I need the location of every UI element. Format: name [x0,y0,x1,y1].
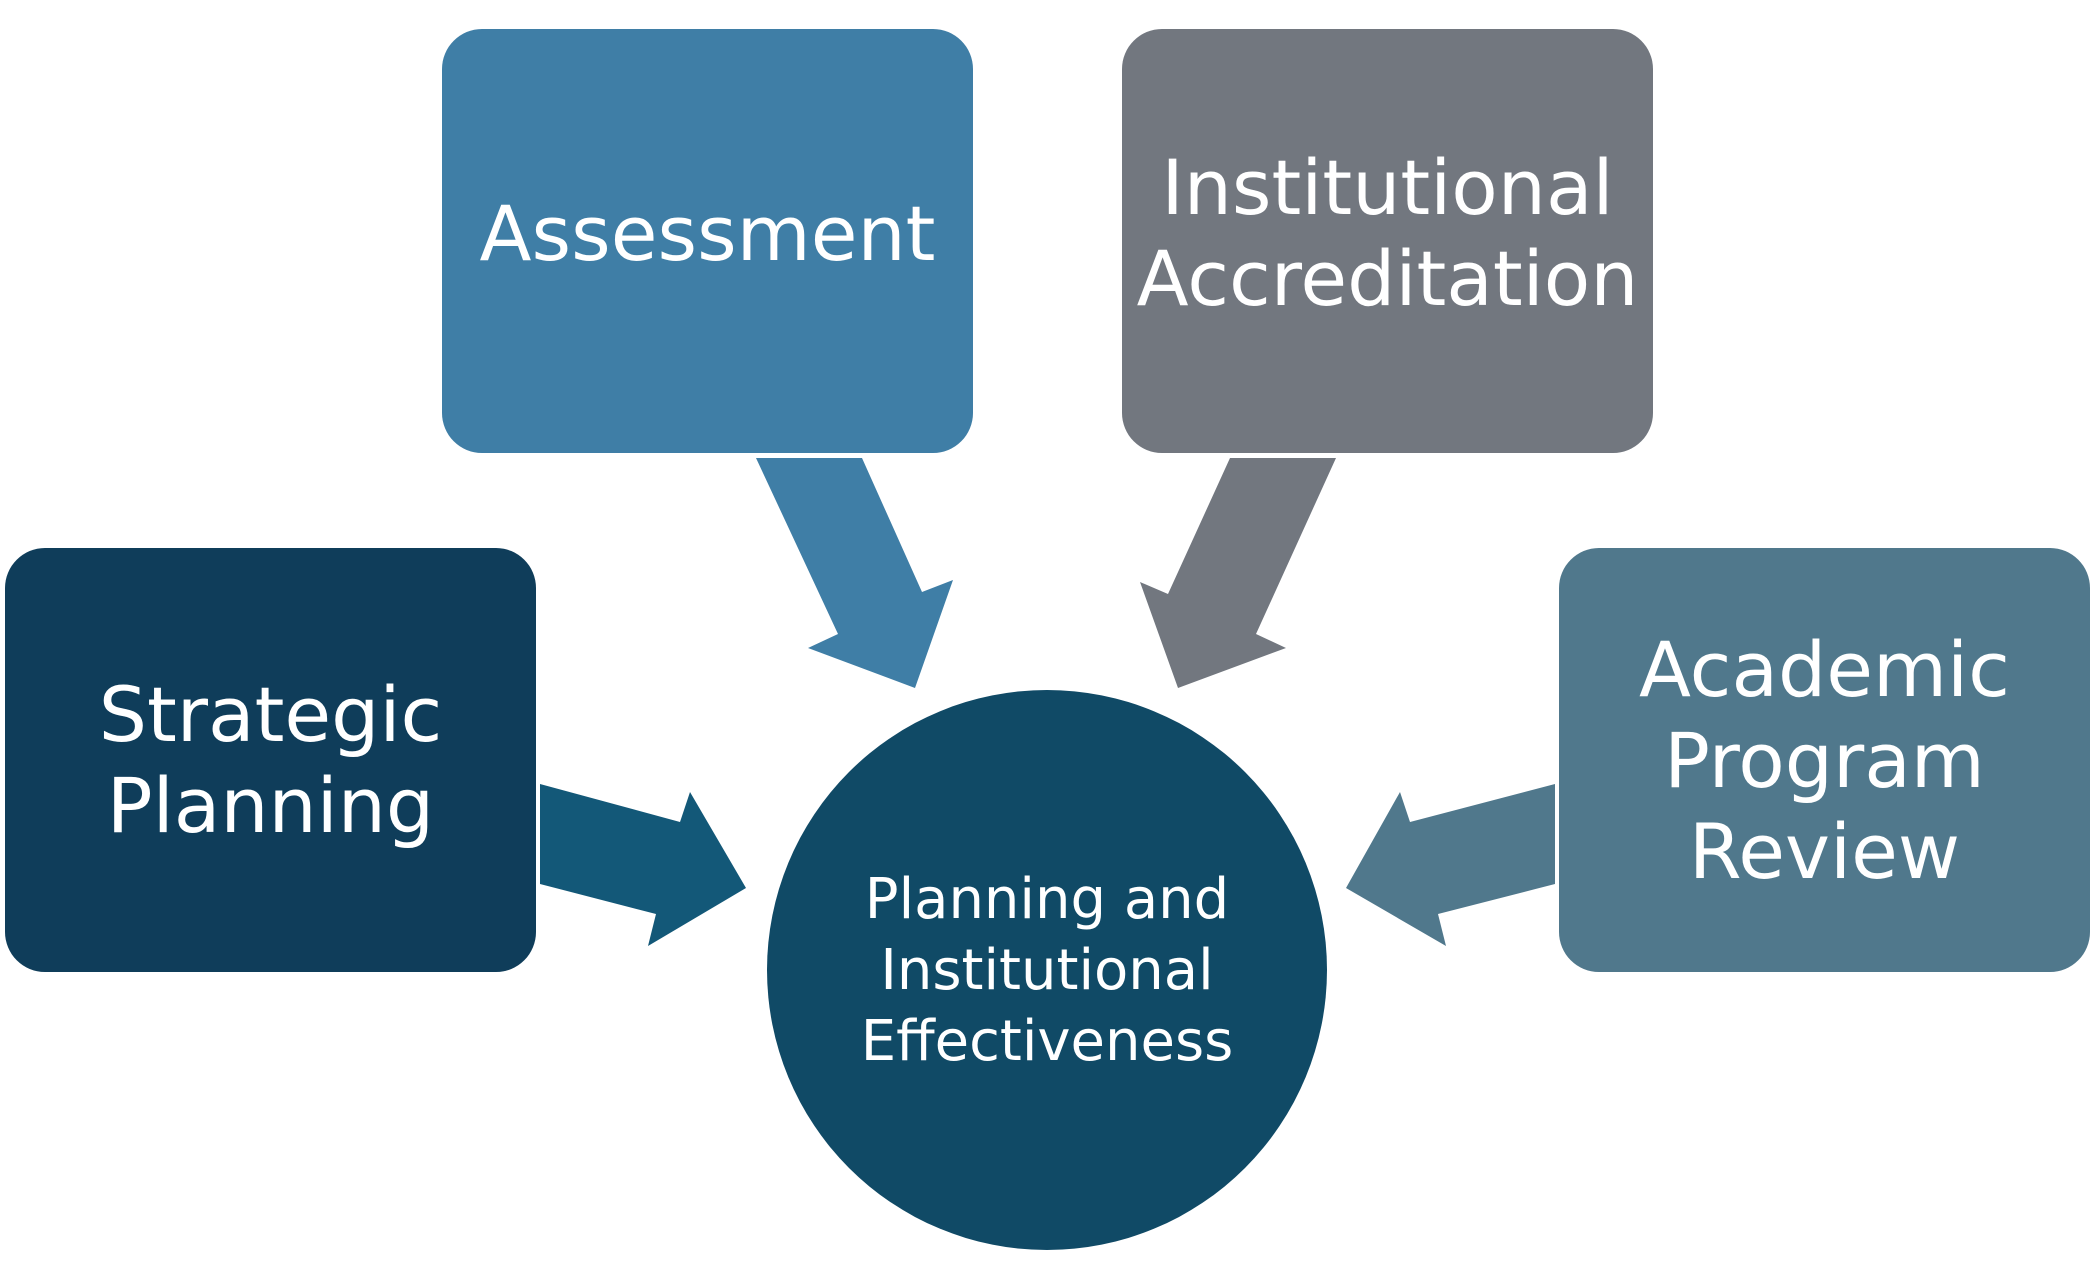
strategic-planning-box: Strategic Planning [5,548,536,972]
academic-program-review-box: Academic Program Review [1559,548,2090,972]
accreditation-arrow [1140,458,1336,688]
assessment-line-1: Assessment [479,188,936,278]
academic-program-review-line-3: Review [1688,806,1961,896]
institutional-accreditation-line-1: Institutional [1161,143,1614,232]
academic-program-review-line-2: Program [1664,715,1985,805]
center-line-2: Institutional [880,937,1214,1003]
center-line-1: Planning and [864,866,1230,932]
center-line-3: Effectiveness [860,1008,1234,1074]
institutional-accreditation-line-2: Accreditation [1136,234,1639,323]
center-circle: Planning and Institutional Effectiveness [767,690,1327,1250]
strategic-planning-line-1: Strategic [98,670,443,759]
academic-program-review-line-1: Academic [1639,624,2010,714]
strategic-planning-line-2: Planning [106,761,435,850]
strategic-planning-arrow [540,784,746,946]
assessment-box: Assessment [442,29,973,453]
assessment-arrow [756,458,953,688]
program-review-arrow [1346,784,1555,946]
institutional-accreditation-box: Institutional Accreditation [1122,29,1653,453]
